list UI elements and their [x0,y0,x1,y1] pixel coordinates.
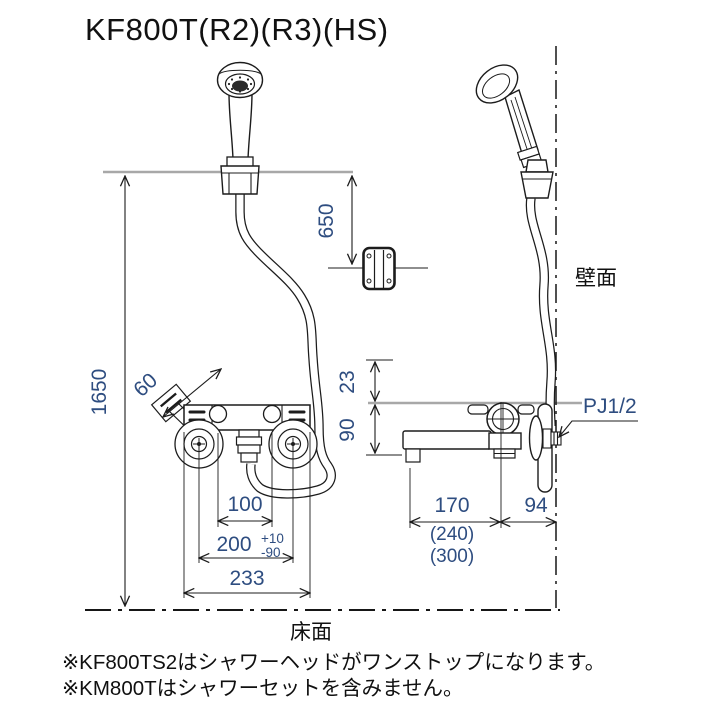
dim-233-label: 233 [229,567,264,590]
dim-23-label: 23 [336,370,359,393]
faucet-side [402,402,562,528]
spray-holes [227,76,253,93]
handle-connector [516,145,543,169]
shower-head-side [475,64,543,169]
dim-1650-label: 1650 [88,369,111,416]
faucet-front [150,383,318,469]
shower-hose-side [525,197,557,427]
dim-line-60 [163,369,221,417]
handle-lever-left [467,404,489,415]
dim-170-label: 170 [434,494,469,517]
inlet-port [208,404,228,424]
dim-300-label: (300) [430,546,474,567]
dim-200-tol-lower: -90 [261,545,281,560]
side-view [402,64,638,528]
spout-tip-nub [405,448,421,463]
footnotes: ※KF800TS2はシャワーヘッドがワンストップになります。 ※KM800Tはシ… [62,650,605,702]
footnote-2: ※KM800Tはシャワーセットを含みません。 [62,677,464,700]
shower-hose-front [235,194,336,499]
inlet-port [262,404,282,424]
wall-flange-side [528,415,544,461]
dim-90-label: 90 [336,418,359,441]
dim-100-label: 100 [227,493,262,516]
dim-60-label: 60 [129,369,162,402]
dimension-labels: 1650 650 60 100 200 +10 -90 233 23 90 17… [88,203,637,644]
reference-lines [85,46,582,611]
wall-connector [542,428,562,449]
shower-holder-side [520,159,554,199]
pj-leader-line [559,420,638,437]
dim-200-label: 200 [216,533,251,556]
hose-hook-bracket [362,246,396,291]
shower-head-front [216,61,264,168]
body-side [488,432,522,450]
dimension-lines [125,176,556,606]
wall-label: 壁面 [575,267,617,290]
dim-200-tol-upper: +10 [261,531,284,546]
dim-240-label: (240) [430,524,474,545]
shower-elbow-adapter [235,429,263,463]
floor-label: 床面 [290,621,332,644]
footnote-1: ※KF800TS2はシャワーヘッドがワンストップになります。 [62,651,606,674]
shower-holder-front [220,165,260,195]
dim-650-label: 650 [315,203,338,238]
dim-94-label: 94 [524,494,548,517]
pj-connection-label: PJ1/2 [583,395,637,418]
handle-lever-right [517,404,535,415]
spout-side [402,430,492,450]
product-code-title: KF800T(R2)(R3)(HS) [85,12,389,47]
